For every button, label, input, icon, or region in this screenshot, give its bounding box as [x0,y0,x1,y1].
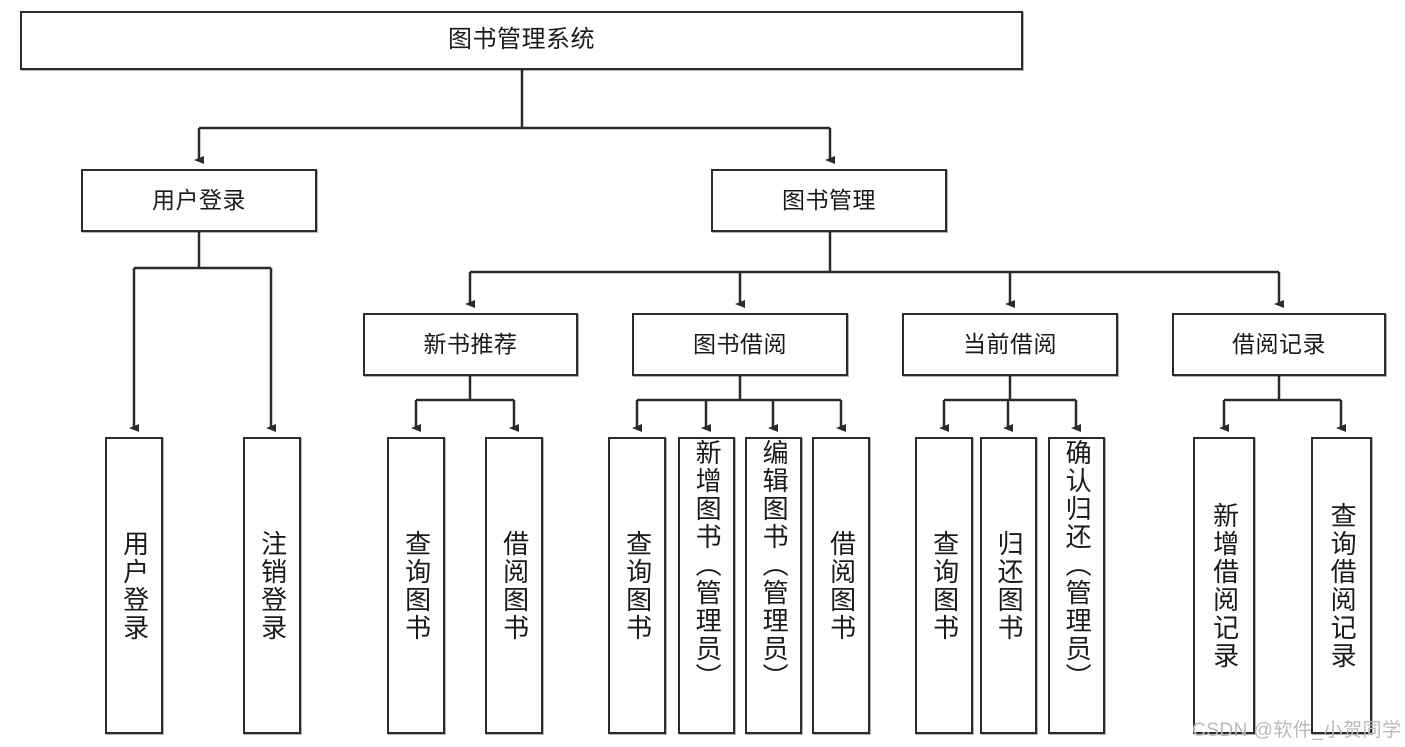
node-root-book-management-system[interactable]: 图书管理系统 [20,11,1023,70]
node-label: 归还图书 [994,529,1025,642]
node-leaf-user-login[interactable]: 用户登录 [105,437,163,734]
node-book-management[interactable]: 图书管理 [711,169,947,232]
node-label: 确认归还（管理员） [1062,439,1093,691]
node-label: 当前借阅 [963,330,1057,357]
node-leaf-add-borrow-record[interactable]: 新增借阅记录 [1193,437,1255,734]
node-label: 查询借阅记录 [1327,501,1358,670]
csdn-watermark: CSDN @软件_小贺同学 [1192,720,1402,741]
node-current-borrow[interactable]: 当前借阅 [902,313,1118,376]
node-label: 新增图书（管理员） [692,439,723,691]
node-leaf-query-book-borrow[interactable]: 查询图书 [608,437,666,734]
node-label: 编辑图书（管理员） [759,439,790,691]
node-leaf-query-book-recommend[interactable]: 查询图书 [387,437,445,734]
node-book-borrow[interactable]: 图书借阅 [632,313,848,376]
node-label: 查询图书 [622,529,653,642]
node-user-login[interactable]: 用户登录 [81,169,317,232]
node-new-book-recommend[interactable]: 新书推荐 [363,313,578,376]
node-leaf-query-borrow-record[interactable]: 查询借阅记录 [1311,437,1372,734]
node-label: 借阅图书 [826,529,857,642]
node-leaf-query-book-current[interactable]: 查询图书 [915,437,973,734]
node-label: 新增借阅记录 [1209,501,1240,670]
node-leaf-confirm-return[interactable]: 确认归还（管理员） [1048,437,1105,734]
node-leaf-borrow-book-recommend[interactable]: 借阅图书 [485,437,543,734]
node-label: 查询图书 [401,529,432,642]
node-leaf-borrow-book[interactable]: 借阅图书 [812,437,870,734]
node-leaf-edit-book[interactable]: 编辑图书（管理员） [745,437,802,734]
node-label: 用户登录 [119,529,150,642]
node-label: 借阅图书 [499,529,530,642]
node-leaf-add-book[interactable]: 新增图书（管理员） [678,437,735,734]
node-label: 图书借阅 [693,330,787,357]
node-label: 用户登录 [152,186,246,213]
node-label: 查询图书 [929,529,960,642]
node-borrow-record[interactable]: 借阅记录 [1172,313,1386,376]
node-label: 注销登录 [257,529,288,642]
node-label: 借阅记录 [1232,330,1326,357]
node-leaf-user-logout[interactable]: 注销登录 [243,437,301,734]
node-leaf-return-book[interactable]: 归还图书 [980,437,1037,734]
node-label: 图书管理 [782,186,876,213]
node-label: 图书管理系统 [448,26,595,54]
node-label: 新书推荐 [423,330,518,357]
